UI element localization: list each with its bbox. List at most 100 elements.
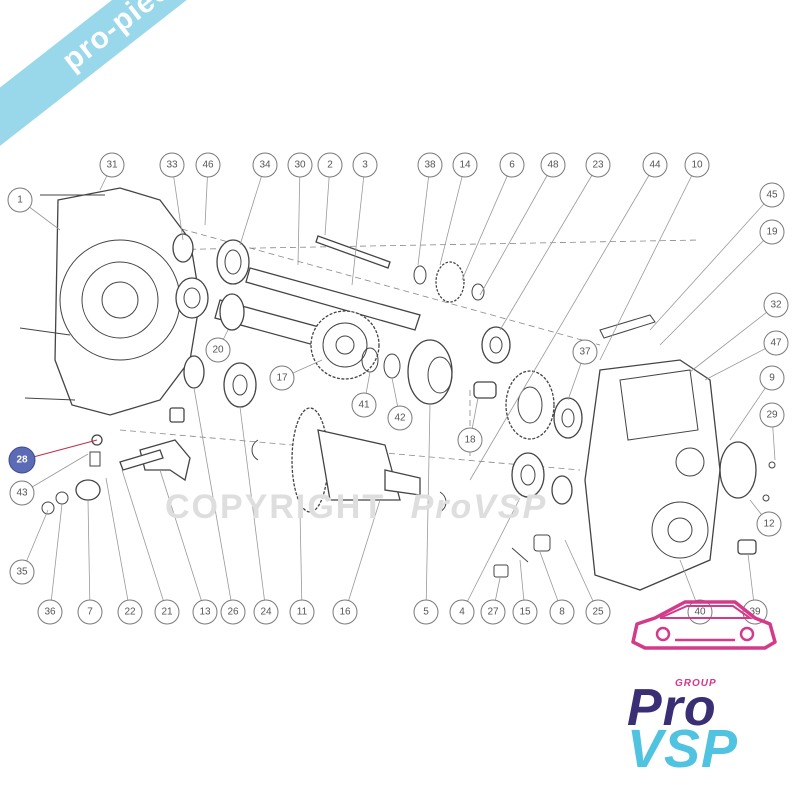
part-callout-20[interactable]: 20 [205,337,231,363]
part-callout-4[interactable]: 4 [449,599,475,625]
callout-leader-47 [704,342,777,381]
part-callout-44[interactable]: 44 [642,152,668,178]
callout-leader-21 [121,469,168,613]
part-callout-11[interactable]: 11 [289,599,315,625]
callout-number: 21 [161,607,173,618]
part-callout-43[interactable]: 43 [9,480,35,506]
part-callout-17[interactable]: 17 [269,365,295,391]
part-callout-34[interactable]: 34 [252,152,278,178]
part-callout-45[interactable]: 45 [759,182,785,208]
part-callout-33[interactable]: 33 [159,152,185,178]
part-callout-41[interactable]: 41 [351,392,377,418]
callout-circle [9,480,35,506]
callout-circle [759,365,785,391]
part-callout-12[interactable]: 12 [756,511,782,537]
callout-circle [195,152,221,178]
callout-circle [417,152,443,178]
callout-number: 24 [260,607,272,618]
callout-number: 9 [769,373,775,384]
callout-circle [252,152,278,178]
part-callout-47[interactable]: 47 [763,330,789,356]
part-callout-7[interactable]: 7 [77,599,103,625]
part-callout-19[interactable]: 19 [759,219,785,245]
logo-word-vsp: VSP [627,719,739,779]
part-callout-30[interactable]: 30 [287,152,313,178]
plug [737,539,757,555]
callout-circle [572,339,598,365]
part-callout-22[interactable]: 22 [117,599,143,625]
part-callout-25[interactable]: 25 [585,599,611,625]
callout-circle [8,446,36,474]
callout-number: 7 [87,607,93,618]
part-callout-2[interactable]: 2 [317,152,343,178]
pinion-gear [219,293,245,331]
callout-circle [585,599,611,625]
part-callout-27[interactable]: 27 [480,599,506,625]
callout-leader-32 [689,304,777,373]
callout-number: 47 [770,338,782,349]
part-callout-35[interactable]: 35 [9,559,35,585]
callout-circle [317,152,343,178]
part-callout-13[interactable]: 13 [192,599,218,625]
part-callout-5[interactable]: 5 [413,599,439,625]
part-callout-32[interactable]: 32 [763,292,789,318]
callout-number: 26 [227,607,239,618]
copyright-brand: ProVSP [410,488,548,526]
part-callout-37[interactable]: 37 [572,339,598,365]
right-housing [584,314,721,591]
callout-number: 29 [766,410,778,421]
callout-leader-14 [439,164,466,266]
gear-small [435,261,465,303]
callout-leader-26 [193,387,234,613]
part-callout-48[interactable]: 48 [540,152,566,178]
callout-number: 36 [44,607,56,618]
part-callout-29[interactable]: 29 [759,402,785,428]
part-callout-23[interactable]: 23 [585,152,611,178]
callout-number: 37 [579,347,591,358]
part-callout-36[interactable]: 36 [37,599,63,625]
part-callout-21[interactable]: 21 [154,599,180,625]
callout-number: 13 [199,607,211,618]
part-callout-24[interactable]: 24 [253,599,279,625]
part-callout-26[interactable]: 26 [220,599,246,625]
part-callout-14[interactable]: 14 [452,152,478,178]
callout-leader-44 [469,164,656,481]
copyright-text: COPYRIGHT [165,488,386,526]
part-callout-46[interactable]: 46 [195,152,221,178]
callout-number: 2 [327,160,333,171]
callout-number: 42 [394,413,406,424]
callout-leader-4 [461,497,521,613]
part-callout-6[interactable]: 6 [499,152,525,178]
part-callout-8[interactable]: 8 [549,599,575,625]
part-callout-3[interactable]: 3 [352,152,378,178]
callout-number: 17 [276,373,288,384]
callout-circle [585,152,611,178]
part-callout-9[interactable]: 9 [759,365,785,391]
bearing-37 [553,397,583,439]
part-callout-18[interactable]: 18 [457,427,483,453]
callout-number: 1 [17,195,23,206]
part-callout-42[interactable]: 42 [387,405,413,431]
callout-number: 6 [509,160,515,171]
callout-number: 34 [259,160,271,171]
part-callout-1[interactable]: 1 [7,187,33,213]
part-callout-16[interactable]: 16 [332,599,358,625]
callout-number: 45 [766,190,778,201]
callout-circle [512,599,538,625]
callout-number: 33 [166,160,178,171]
callout-number: 22 [124,607,136,618]
part-callout-28[interactable]: 28 [8,446,36,474]
callout-circle [9,559,35,585]
callout-leader-24 [239,406,267,613]
callout-number: 15 [519,607,531,618]
callout-circle [387,405,413,431]
callout-number: 38 [424,160,436,171]
part-callout-15[interactable]: 15 [512,599,538,625]
callout-circle [480,599,506,625]
part-callout-10[interactable]: 10 [684,152,710,178]
callout-circle [763,292,789,318]
part-callout-38[interactable]: 38 [417,152,443,178]
part-callout-31[interactable]: 31 [99,152,125,178]
callout-number: 11 [297,607,308,618]
